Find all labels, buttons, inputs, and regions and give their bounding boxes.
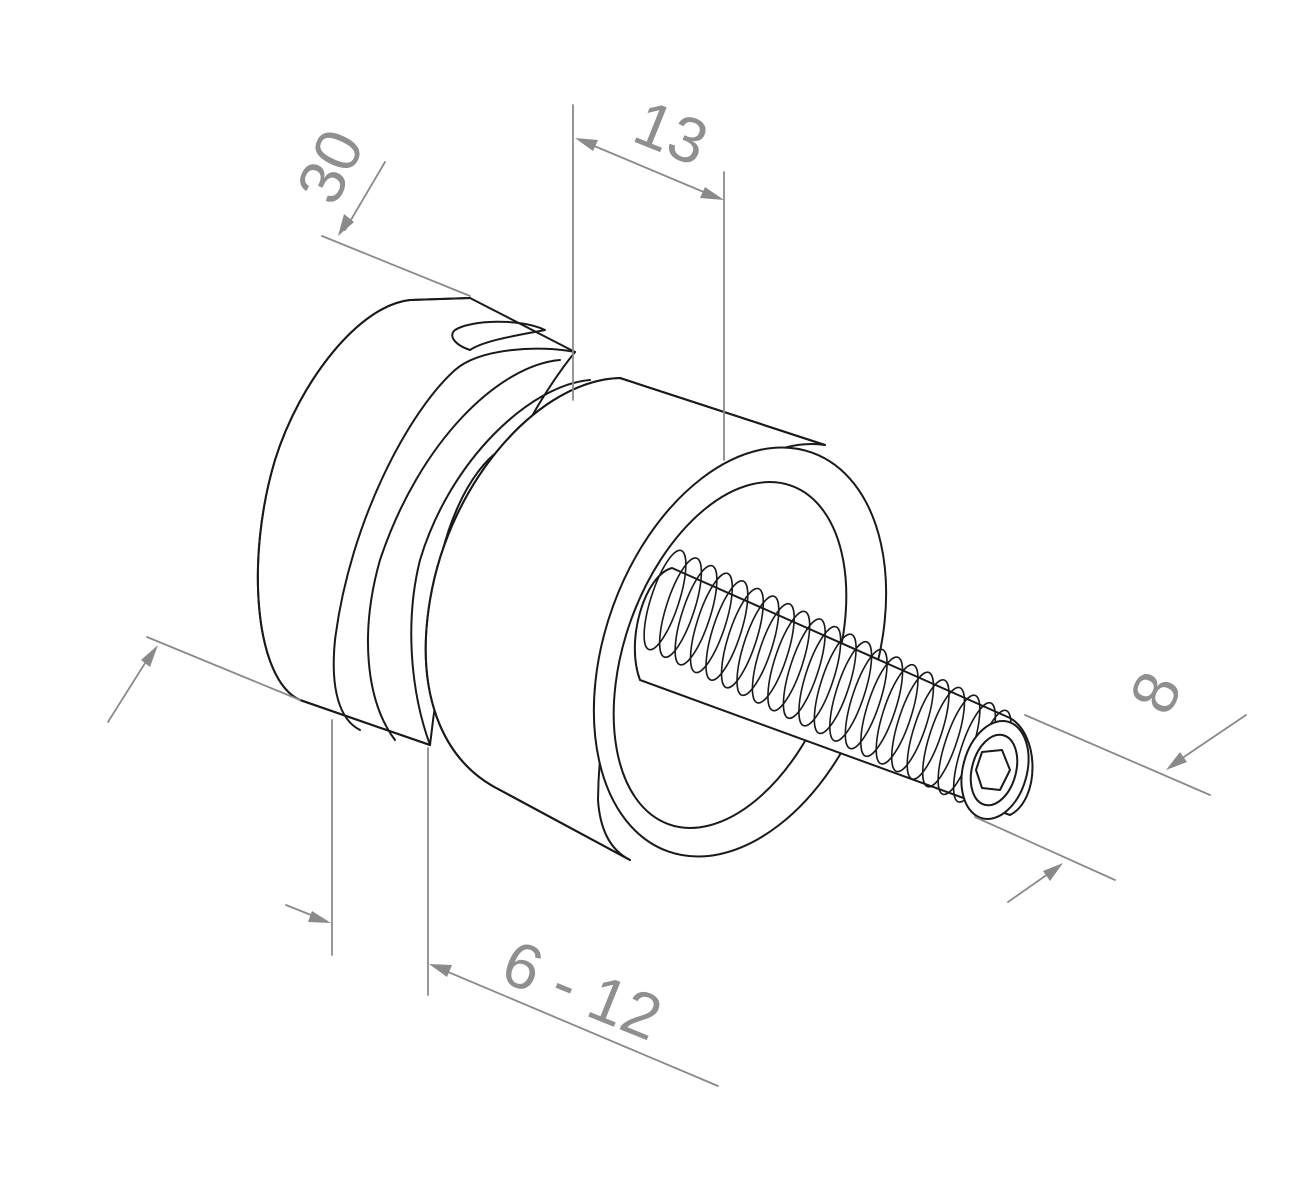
thread-turn [658, 557, 703, 659]
thread-turn [890, 671, 935, 773]
thread-turn [921, 686, 966, 788]
dimension-lines [107, 104, 1247, 1087]
thread-turn [705, 580, 749, 681]
thread-turn [751, 602, 795, 704]
thread-turn [736, 595, 780, 697]
thread-turn [844, 648, 888, 750]
thread-turn [860, 656, 904, 758]
threaded-bolt [633, 549, 1034, 821]
thread-turn [689, 572, 734, 674]
thread-turn [720, 587, 765, 689]
dimension-glass-range: 6 - 12 [493, 926, 672, 1054]
rear-cap [256, 297, 576, 746]
thread-turn [829, 640, 873, 742]
thread-turn [798, 625, 842, 727]
thread-turn [767, 610, 811, 712]
standoff-fitting [256, 297, 1034, 861]
thread-turn [674, 564, 718, 666]
thread-turn [813, 633, 857, 735]
thread-turn [906, 679, 950, 780]
thread-turn [643, 549, 687, 651]
thread-turn [875, 663, 919, 765]
hex-socket-icon [975, 749, 1011, 791]
thread-turn [782, 618, 826, 720]
dimension-thread-diameter: 8 [1115, 661, 1195, 724]
